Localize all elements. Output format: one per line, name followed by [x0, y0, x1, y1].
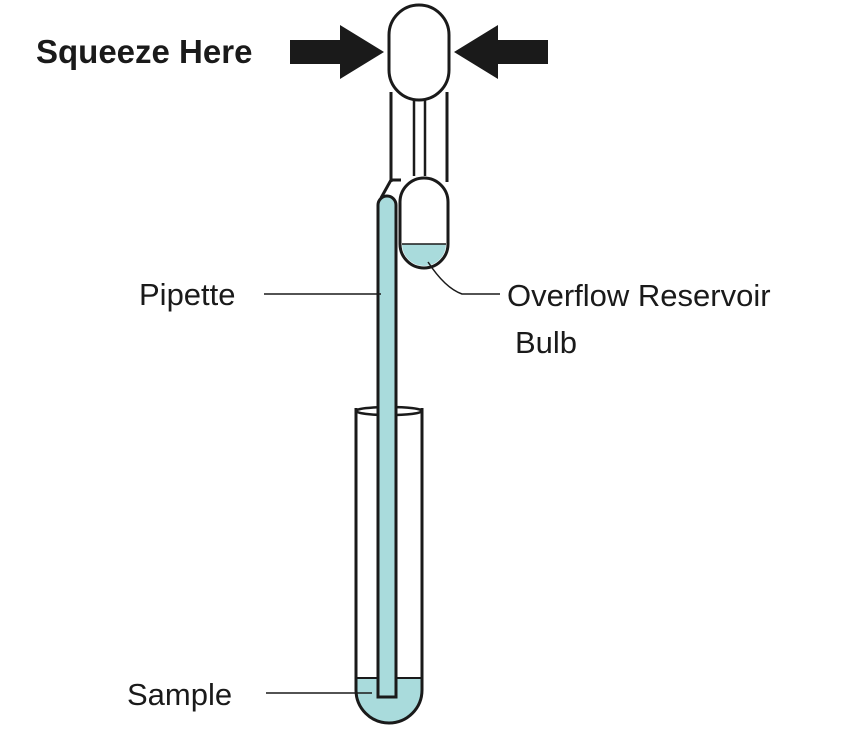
pipette-label: Pipette — [139, 277, 236, 312]
squeeze-bulb — [387, 3, 451, 102]
leader-lines — [264, 261, 500, 694]
squeeze-bulb-assembly — [387, 3, 451, 182]
squeeze-here-label: Squeeze Here — [36, 33, 252, 70]
right-arrow-icon — [454, 25, 548, 79]
bulb-label: Bulb — [515, 325, 577, 360]
pipette — [376, 178, 401, 699]
sample-label: Sample — [127, 677, 232, 712]
sample-liquid — [356, 678, 422, 723]
overflow-reservoir-bulb — [398, 176, 450, 270]
squeeze-arrows — [290, 25, 548, 79]
test-tube-outline — [354, 408, 424, 725]
overflow-reservoir-label: Overflow Reservoir — [507, 278, 771, 313]
reservoir-leader-line — [427, 261, 500, 295]
pipette-tube — [376, 194, 398, 699]
left-arrow-icon — [290, 25, 384, 79]
reservoir-liquid — [402, 244, 446, 266]
